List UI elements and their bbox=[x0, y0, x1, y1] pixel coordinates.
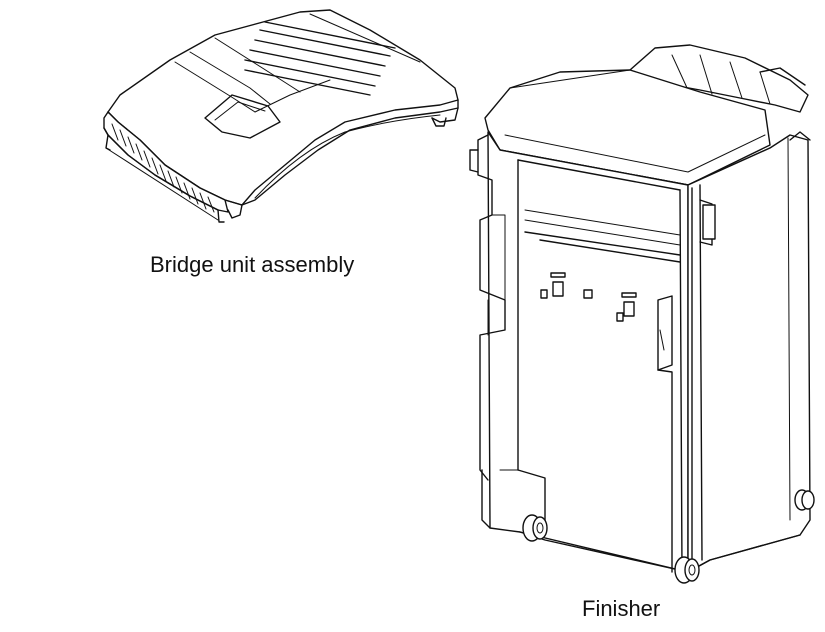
caster-front-left bbox=[522, 514, 548, 542]
finisher-drawing bbox=[469, 44, 815, 584]
bridge-unit-assembly-label: Bridge unit assembly bbox=[150, 252, 355, 277]
caster-rear-right bbox=[794, 489, 815, 511]
caster-front-right bbox=[674, 556, 700, 584]
finisher-label: Finisher bbox=[582, 596, 661, 621]
bridge-unit-assembly-drawing bbox=[103, 9, 459, 223]
